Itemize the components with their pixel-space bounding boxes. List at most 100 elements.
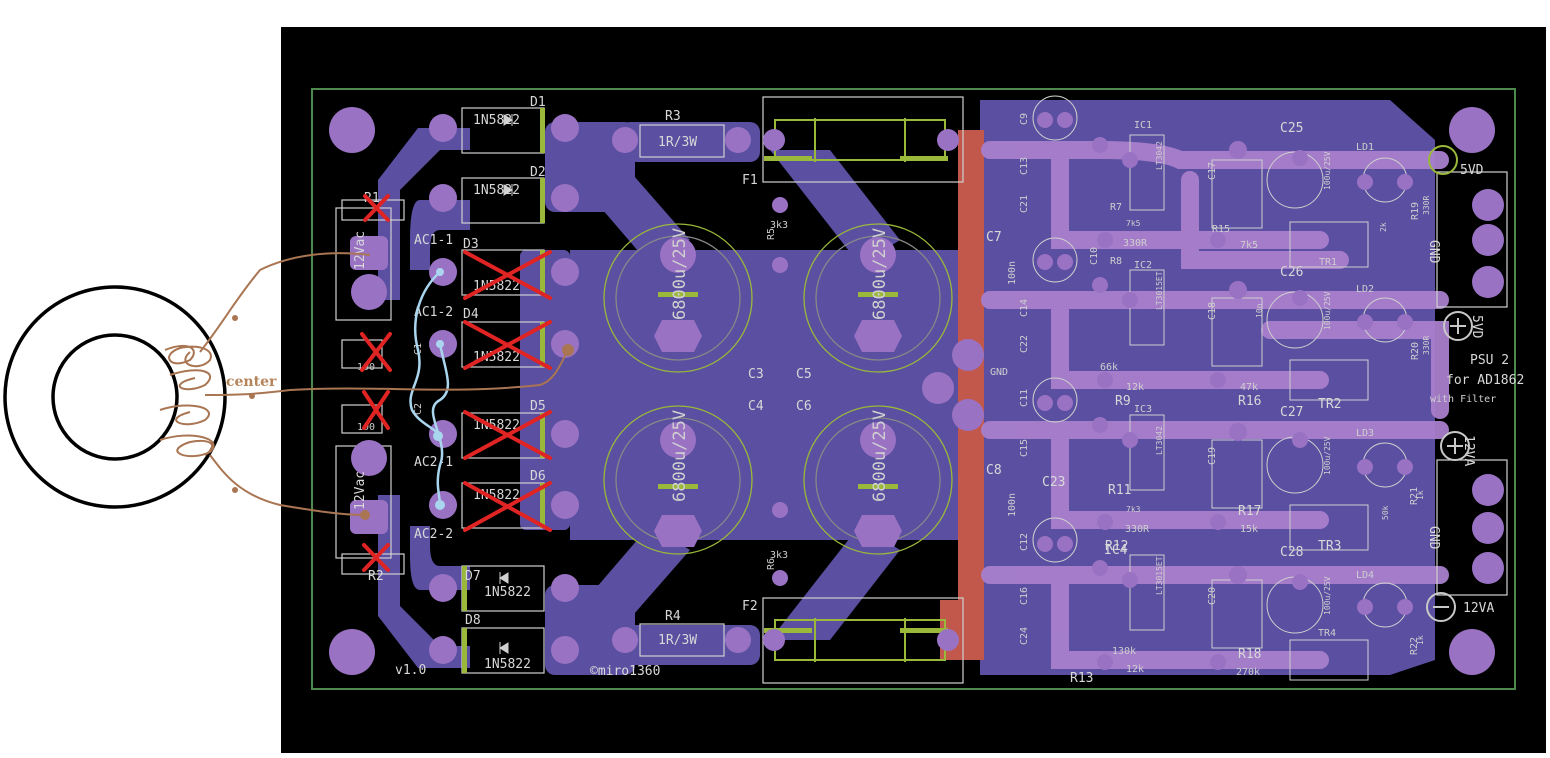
cap-ref-c18: C18 <box>1207 302 1218 320</box>
res-value-r15: 7k5 <box>1240 240 1258 251</box>
cap-ref-c9: C9 <box>1019 113 1030 125</box>
cap-ref-c15: C15 <box>1019 439 1030 457</box>
cap-ref-c10: C10 <box>1089 247 1100 265</box>
output-label-5vd-minus: 5VD <box>1469 315 1484 339</box>
cap-ref-c6: C6 <box>796 399 812 414</box>
cap-value-c26: 100u/25V <box>1323 291 1332 330</box>
resistor-ref-r4: R4 <box>665 609 681 624</box>
trim-ref-tr4: TR4 <box>1318 628 1336 639</box>
cap-ref-c25: C25 <box>1280 121 1303 136</box>
polarity-markers <box>1426 145 1473 622</box>
cap-ref-c23: C23 <box>1042 475 1065 490</box>
resistor-value-r3: 1R/3W <box>658 135 697 150</box>
output-label-5vd-plus: 5VD <box>1460 163 1484 178</box>
diode-ref-d8: D8 <box>465 613 481 628</box>
res-value-r19: 330R <box>1422 196 1431 215</box>
cap-value-10n: 10n <box>1255 303 1264 318</box>
cap-value-c3: 6800u/25V <box>670 228 690 320</box>
cap-value-c25: 100u/25V <box>1323 151 1332 190</box>
res-ref-r19: R19 <box>1410 202 1421 220</box>
res-ref-r9: R9 <box>1115 394 1131 409</box>
regulator-traces <box>981 141 1449 669</box>
cap-value-c5: 6800u/25V <box>870 228 890 320</box>
ic-text-ic1: LT3042 <box>1155 141 1164 170</box>
diode-ref-d7: D7 <box>465 569 481 584</box>
cap-ref-c7: C7 <box>986 230 1002 245</box>
res-value-66k: 66k <box>1100 362 1118 373</box>
board-title-3: with Filter <box>1430 394 1496 405</box>
input-label-ac-b: 12Vac <box>353 471 368 510</box>
diode-symbols <box>499 114 513 654</box>
cap-ref-c14: C14 <box>1019 299 1030 317</box>
res-value-r7: 330R <box>1123 238 1148 249</box>
input-pad-ac2-2: AC2-2 <box>414 527 453 542</box>
cap-ref-c26: C26 <box>1280 265 1303 280</box>
cap-ref-c13: C13 <box>1019 157 1030 175</box>
diode-ref-d4: D4 <box>463 307 479 322</box>
diode-ref-d2: D2 <box>530 165 546 180</box>
wire-joints <box>232 315 574 520</box>
center-tap-label: center <box>226 374 277 390</box>
gnd-label: GND <box>990 367 1008 378</box>
res-ref-r12: R12 <box>1105 539 1128 554</box>
ic-ref-ic4: IC4 <box>1104 543 1128 558</box>
ic-text-ic2: LT3015ET <box>1155 271 1164 310</box>
cap-value-c8: 100n <box>1007 493 1018 517</box>
output-label-gnd-2: GND <box>1426 526 1441 550</box>
cap-ref-c21: C21 <box>1019 195 1030 213</box>
trim-value-2k: 2k <box>1379 222 1388 232</box>
main-capacitors <box>603 223 953 555</box>
silk-labels: D1 1N5822 D2 1N5822 D3 1N5822 D4 1N5822 … <box>353 95 1524 686</box>
output-label-gnd-1: GND <box>1426 240 1441 264</box>
resistor-ref-r2: R2 <box>368 569 384 584</box>
cap-value-c4: 6800u/25V <box>670 410 690 502</box>
mod-wire-ends <box>433 268 445 510</box>
resistor-ref-r5: R5 <box>766 228 777 240</box>
board-title-2: for AD1862 <box>1446 373 1524 388</box>
diode-ref-d3: D3 <box>463 237 479 252</box>
cap-ref-c20: C20 <box>1207 587 1218 605</box>
cap-ref-c8: C8 <box>986 463 1002 478</box>
res-value-r18: 270k <box>1236 667 1260 678</box>
res-ref-r21: R21 <box>1409 487 1420 505</box>
cap-ref-c12: C12 <box>1019 533 1030 551</box>
transformer <box>3 285 227 509</box>
res-ref-r11: R11 <box>1108 483 1131 498</box>
resistor-ref-r1: R1 <box>364 191 380 206</box>
res-value-r8: 7k5 <box>1126 219 1141 228</box>
resistor-ref-r3: R3 <box>665 109 681 124</box>
res-ref-r15: R15 <box>1212 224 1230 235</box>
cap-value-c7: 100n <box>1007 261 1018 285</box>
output-label-12va-minus: 12VA <box>1463 601 1494 616</box>
res-ref-r13: R13 <box>1070 671 1093 686</box>
res-value-r9: 12k <box>1126 382 1144 393</box>
ic-text-ic3: LT3042 <box>1155 426 1164 455</box>
ic-ref-ic2: IC2 <box>1134 260 1152 271</box>
cap-ref-c5: C5 <box>796 367 812 382</box>
resistor-value-r5: 3k3 <box>770 220 788 231</box>
cap-ref-c22: C22 <box>1019 335 1030 353</box>
input-pad-ac2-1: AC2-1 <box>414 455 453 470</box>
transformer-wires <box>159 252 569 516</box>
res-value-r11: 330R <box>1125 524 1150 535</box>
input-label-ac-a: 12Vac <box>353 231 368 270</box>
board-version: v1.0 <box>395 663 426 678</box>
input-pad-ac1-2: AC1-2 <box>414 305 453 320</box>
ic-ref-ic1: IC1 <box>1134 120 1152 131</box>
cap-ref-c24: C24 <box>1019 627 1030 645</box>
removed-components-marks <box>360 194 552 572</box>
led-ref-ld3: LD3 <box>1356 428 1374 439</box>
trim-ref-tr3: TR3 <box>1318 539 1341 554</box>
trim-ref-tr1: TR1 <box>1319 257 1337 268</box>
res-ref-r18: R18 <box>1238 647 1261 662</box>
res-value-r17: 15k <box>1240 524 1258 535</box>
ic-text-ic4: LT3015ET <box>1155 556 1164 595</box>
diode-value-d7: 1N5822 <box>484 585 531 600</box>
cap-ref-c4: C4 <box>748 399 764 414</box>
led-ref-ld2: LD2 <box>1356 284 1374 295</box>
input-pad-ac1-1: AC1-1 <box>414 233 453 248</box>
res-ref-r17: R17 <box>1238 504 1261 519</box>
res-value-r22: 1k <box>1416 635 1425 645</box>
cap-bands <box>462 108 948 673</box>
